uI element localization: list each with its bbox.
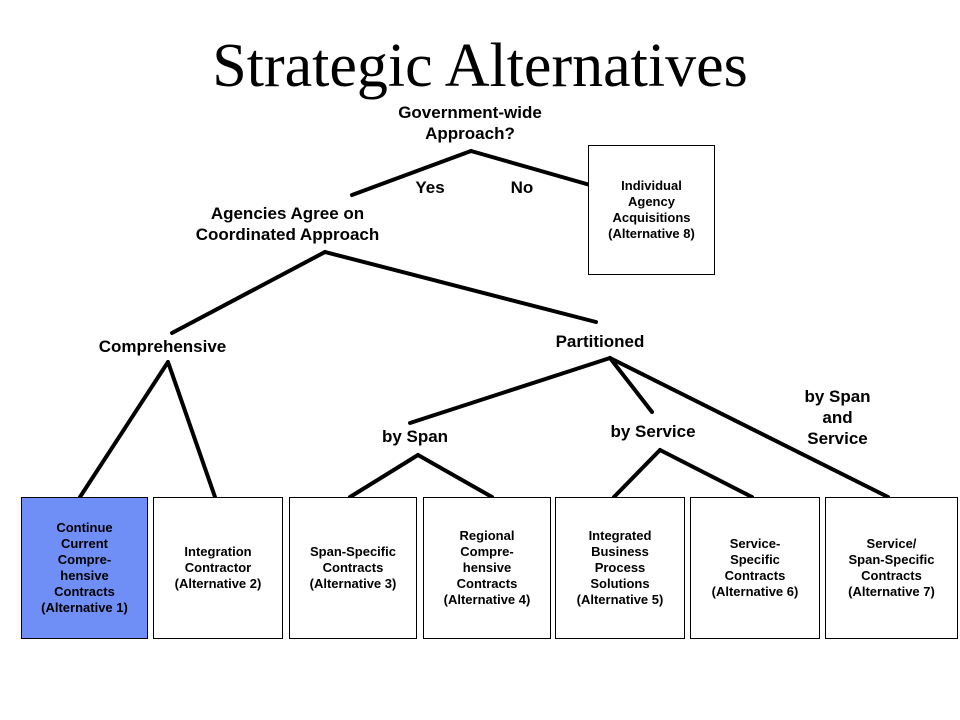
alternative-8-label: Individual Agency Acquisitions (Alternat… (608, 178, 695, 241)
node-by-span-and-service: by Span and Service (804, 387, 871, 448)
alternative-6-box: Service- Specific Contracts (Alternative… (690, 497, 820, 639)
alternative-2-box: Integration Contractor (Alternative 2) (153, 497, 283, 639)
node-by-service: by Service (610, 422, 696, 441)
alternative-4-label: Regional Compre- hensive Contracts (Alte… (443, 528, 531, 607)
alternative-5-label: Integrated Business Process Solutions (A… (576, 528, 664, 607)
node-agencies-agree: Agencies Agree on Coordinated Approach (195, 204, 380, 244)
connector-span-alt3 (348, 453, 420, 499)
connector-span-alt4 (416, 453, 494, 499)
label-no: No (510, 178, 534, 197)
connector-service-alt5 (612, 448, 662, 499)
connector-partitioned-span (408, 356, 612, 425)
connector-partitioned-span-service (608, 356, 890, 499)
alternative-2-label: Integration Contractor (Alternative 2) (174, 544, 262, 591)
alternative-6-label: Service- Specific Contracts (Alternative… (711, 536, 799, 599)
node-partitioned: Partitioned (555, 332, 645, 351)
alternative-5-box: Integrated Business Process Solutions (A… (555, 497, 685, 639)
alternative-4-box: Regional Compre- hensive Contracts (Alte… (423, 497, 551, 639)
connector-agencies-comprehensive (170, 250, 327, 335)
alternative-1-box: Continue Current Compre- hensive Contrac… (21, 497, 148, 639)
node-by-span: by Span (381, 427, 449, 446)
alternative-7-box: Service/ Span-Specific Contracts (Altern… (825, 497, 958, 639)
alternative-8-box: Individual Agency Acquisitions (Alternat… (588, 145, 715, 275)
connector-agencies-partitioned (323, 250, 598, 324)
node-comprehensive: Comprehensive (98, 337, 227, 356)
alternative-7-label: Service/ Span-Specific Contracts (Altern… (848, 536, 935, 599)
alternative-3-box: Span-Specific Contracts (Alternative 3) (289, 497, 417, 639)
connector-gov-no (469, 149, 592, 187)
node-government-wide: Government-wide Approach? (398, 103, 542, 143)
connector-partitioned-service (608, 356, 654, 414)
label-yes: Yes (415, 178, 445, 197)
page-title: Strategic Alternatives (212, 32, 748, 100)
connector-comprehensive-alt1 (78, 360, 170, 499)
connector-gov-yes (350, 149, 473, 197)
alternative-3-label: Span-Specific Contracts (Alternative 3) (309, 544, 397, 591)
alternative-1-label: Continue Current Compre- hensive Contrac… (41, 520, 128, 615)
connector-service-alt6 (658, 448, 754, 499)
connector-comprehensive-alt2 (166, 360, 217, 499)
